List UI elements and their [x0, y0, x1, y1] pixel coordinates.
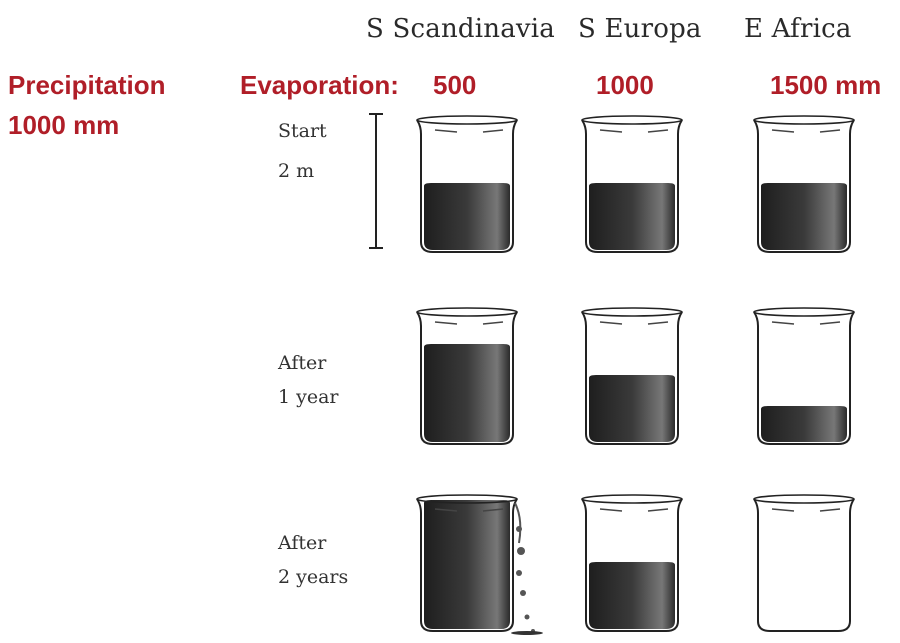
precipitation-label: Precipitation	[8, 70, 166, 100]
evaporation-value-scandinavia: 500	[433, 70, 477, 100]
beaker-rim	[416, 307, 518, 317]
beaker-highlight	[771, 129, 795, 133]
beaker-highlight	[434, 321, 458, 325]
overflow-drip	[524, 614, 530, 620]
region-s-europa: S Europa	[578, 14, 702, 44]
beaker-liquid	[424, 183, 510, 250]
overflow-drip	[517, 547, 525, 555]
overflow-stream	[514, 502, 522, 544]
row-label-start-line2: 2 m	[278, 160, 315, 182]
beaker-rim	[581, 307, 683, 317]
beaker-rim	[416, 494, 518, 504]
beaker-highlight	[819, 508, 841, 512]
precipitation-value: 1000 mm	[8, 110, 120, 140]
beaker-rim	[753, 494, 855, 504]
beaker-highlight	[599, 508, 623, 512]
beaker-glass	[753, 311, 855, 445]
beaker-glass	[581, 498, 683, 632]
beaker-start-e-africa	[753, 115, 855, 253]
beaker-rim	[753, 307, 855, 317]
beaker-highlight	[771, 321, 795, 325]
row-label-after-1-year-line2: 1 year	[278, 386, 339, 408]
beaker-highlight	[771, 508, 795, 512]
overflow-drip	[516, 570, 522, 576]
beaker-glass	[416, 498, 518, 632]
beaker-highlight	[434, 129, 458, 133]
overflow-drip	[520, 590, 526, 596]
row-label-after-1-year-line1: After	[278, 352, 327, 374]
beaker-highlight	[647, 508, 669, 512]
beaker-glass	[753, 119, 855, 253]
overflow-puddle	[511, 631, 543, 635]
beaker-start-s-europa	[581, 115, 683, 253]
beaker-liquid	[589, 183, 675, 250]
beaker-highlight	[819, 321, 841, 325]
beaker-highlight	[482, 129, 504, 133]
beaker-glass	[416, 311, 518, 445]
beaker-liquid	[761, 183, 847, 250]
beaker-1yr-s-scandinavia	[416, 307, 518, 445]
region-s-scandinavia: S Scandinavia	[366, 14, 556, 44]
row-label-after-2-years-line2: 2 years	[278, 566, 349, 588]
beaker-rim	[753, 115, 855, 125]
beaker-highlight	[819, 129, 841, 133]
beaker-highlight	[647, 321, 669, 325]
row-label-after-2-years-line1: After	[278, 532, 327, 554]
evaporation-value-europa: 1000	[596, 70, 654, 100]
beaker-rim	[581, 494, 683, 504]
beaker-start-s-scandinavia	[416, 115, 518, 253]
beaker-liquid	[761, 406, 847, 442]
beaker-liquid	[589, 375, 675, 442]
beaker-liquid	[424, 344, 510, 442]
row-label-after-1-year: After 1 year	[278, 346, 339, 414]
row-label-after-2-years: After 2 years	[278, 526, 348, 594]
beaker-liquid	[589, 562, 675, 629]
evaporation-value-africa: 1500 mm	[770, 70, 882, 100]
region-e-africa: E Africa	[744, 14, 852, 44]
beaker-1yr-e-africa	[753, 307, 855, 445]
beaker-2yr-e-africa	[753, 494, 855, 632]
evaporation-label: Evaporation:	[240, 70, 399, 100]
beaker-rim	[416, 115, 518, 125]
row-label-start: Start 2 m	[278, 114, 327, 188]
beaker-liquid	[424, 500, 510, 629]
beaker-2yr-s-scandinavia	[416, 494, 543, 635]
beaker-1yr-s-europa	[581, 307, 683, 445]
beaker-highlight	[647, 129, 669, 133]
beaker-rim	[581, 115, 683, 125]
row-label-start-line1: Start	[278, 120, 327, 142]
beaker-highlight	[599, 321, 623, 325]
beaker-glass	[753, 498, 855, 632]
beaker-highlight	[599, 129, 623, 133]
beaker-glass	[581, 311, 683, 445]
beaker-2yr-s-europa	[581, 494, 683, 632]
beaker-glass	[416, 119, 518, 253]
beaker-highlight	[482, 508, 504, 512]
beaker-highlight	[482, 321, 504, 325]
scale-bar	[369, 113, 383, 249]
beaker-highlight	[434, 508, 458, 512]
beaker-glass	[581, 119, 683, 253]
